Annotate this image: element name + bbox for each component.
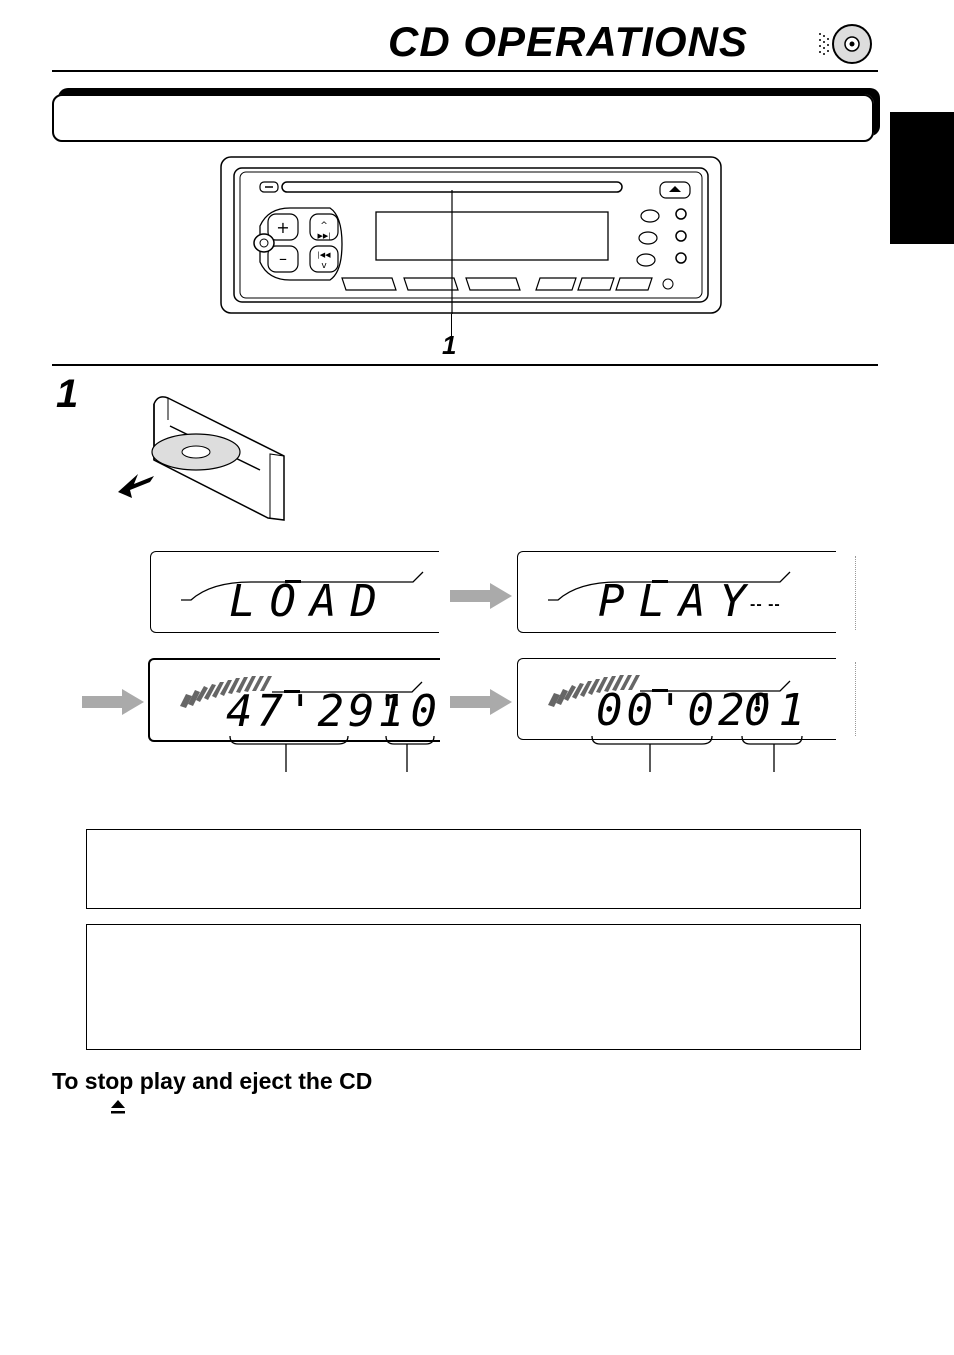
cd-insert-illustration (108, 390, 298, 522)
lcd-elapsed-time: 00'02" (596, 685, 779, 736)
arrow-right-2 (82, 689, 144, 720)
lcd-display-elapsed: 00'02" 01 (517, 658, 836, 740)
svg-text:v: v (321, 261, 327, 271)
note-box-1 (86, 829, 861, 909)
header-rule (52, 70, 878, 72)
lcd-current-track: 01 (744, 685, 813, 736)
lcd-display-load: LOAD (150, 551, 439, 633)
svg-text:^: ^ (320, 221, 328, 231)
cd-disc-icon (816, 22, 876, 66)
lcd-edge-marks-2 (855, 662, 860, 736)
svg-text:|◀◀: |◀◀ (317, 251, 331, 259)
lcd-edge-marks-1 (855, 556, 860, 630)
section-rule (52, 364, 878, 366)
note-box-2 (86, 924, 861, 1050)
bracket-leaders (220, 730, 820, 775)
eject-icon (109, 1098, 127, 1116)
svg-text:–: – (279, 249, 287, 268)
page-title: CD OPERATIONS (388, 18, 748, 65)
car-stereo-illustration: + – ^ ▶▶| |◀◀ v (220, 156, 722, 314)
lcd-total-time: 47'29" (226, 686, 409, 737)
step-number: 1 (56, 372, 79, 416)
section-title-box (52, 94, 874, 142)
lcd-display-play: PLAY -- -- (517, 551, 836, 633)
lcd-text-play-suffix: -- -- (750, 596, 781, 613)
svg-text:+: + (276, 218, 289, 237)
lcd-total-tracks: 10 (378, 686, 443, 737)
lcd-text-load: LOAD (229, 576, 391, 627)
lcd-text-play: PLAY (598, 576, 760, 627)
lcd-display-total: 47'29" 10 (148, 658, 440, 742)
callout-label-1: 1 (442, 330, 457, 360)
callout-leader (451, 314, 453, 336)
arrow-right-3 (450, 689, 512, 720)
language-side-tab (890, 112, 954, 244)
svg-text:▶▶|: ▶▶| (317, 232, 330, 240)
eject-heading: To stop play and eject the CD (52, 1068, 373, 1094)
arrow-right-1 (450, 583, 512, 614)
